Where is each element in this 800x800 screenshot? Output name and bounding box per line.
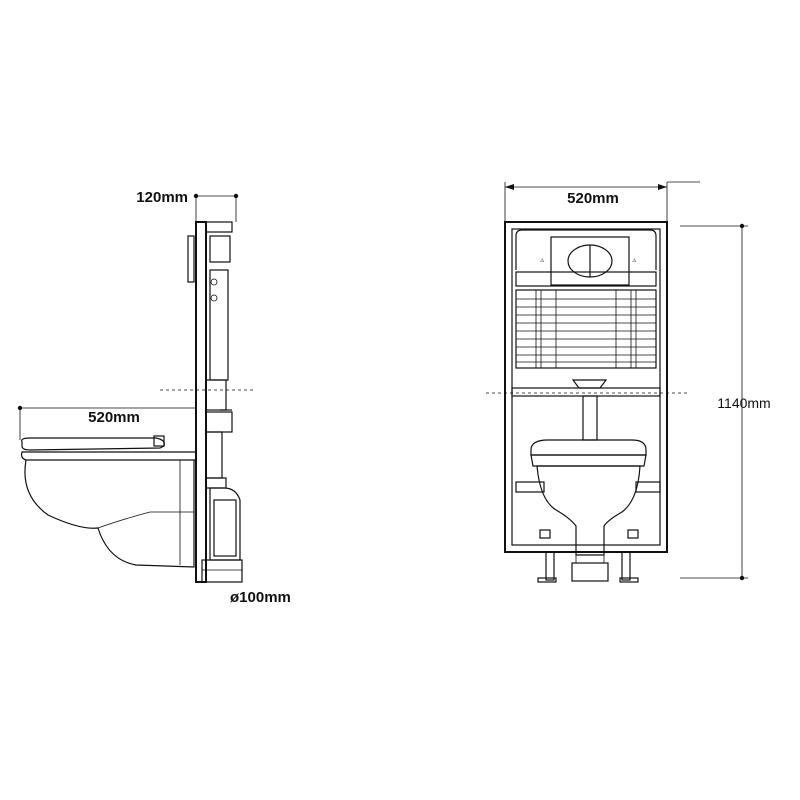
mounting-crossbar xyxy=(486,379,690,441)
flush-large-symbol: ⚠ xyxy=(632,258,637,264)
frame-height-dimension: 1140mm xyxy=(680,223,771,581)
frame-depth-label: 120mm xyxy=(136,189,188,206)
toilet-side-profile xyxy=(20,435,197,568)
frame-side-profile xyxy=(187,221,243,583)
bowl-length-label: 520mm xyxy=(88,409,140,426)
frame-legs xyxy=(515,481,661,583)
frame-width-label: 520mm xyxy=(567,190,619,207)
frame-depth-dimension: 120mm xyxy=(136,189,239,222)
toilet-front-profile xyxy=(530,439,647,582)
flush-small-symbol: ⚠ xyxy=(540,258,545,264)
frame-width-dimension: 520mm xyxy=(504,181,700,222)
flush-plate: ⚠ ⚠ xyxy=(540,236,637,286)
bowl-length-dimension: 520mm xyxy=(17,405,196,440)
frame-height-label: 1140mm xyxy=(717,395,770,411)
pipe-diameter-label: ø100mm xyxy=(230,589,291,606)
cistern-grid xyxy=(515,289,657,369)
side-view: 120mm 520mm xyxy=(17,189,291,606)
front-view: 520mm 1140mm ⚠ ⚠ xyxy=(486,181,771,583)
frame-front-outline xyxy=(504,221,668,553)
